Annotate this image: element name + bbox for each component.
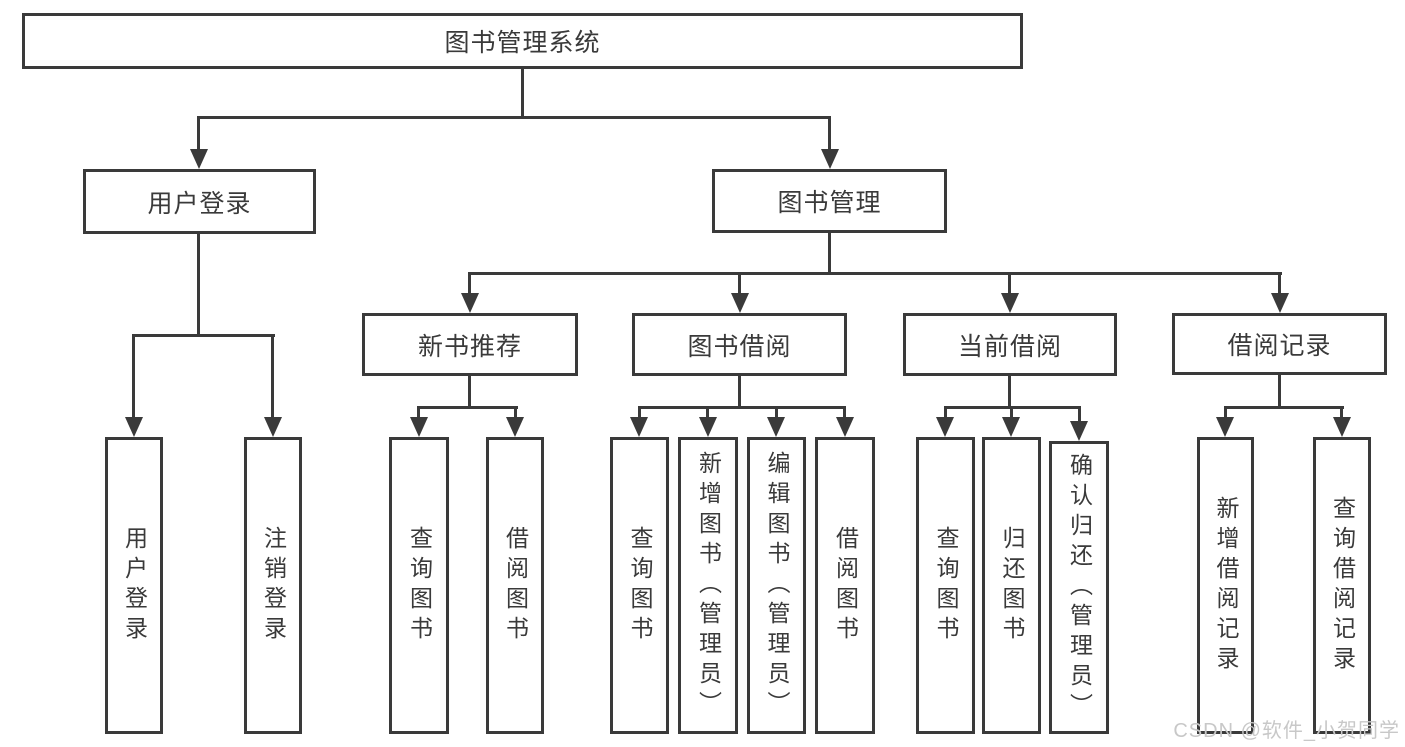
connector-line [1224,406,1227,420]
leaf-return-book: 归还图书 [982,437,1041,734]
arrow-down-icon [190,149,208,169]
leaf-user-login: 用户登录 [105,437,163,734]
connector-line [132,334,275,337]
connector-line [1010,406,1013,420]
leaf-borrow-books-recommend-label: 借阅图书 [502,525,529,646]
arrow-down-icon [630,417,648,437]
connector-line [1278,272,1281,296]
connector-line [775,406,778,420]
arrow-down-icon [699,417,717,437]
connector-line [468,272,471,296]
connector-line [1224,406,1344,409]
leaf-borrow-books: 借阅图书 [815,437,875,734]
node-current-borrow: 当前借阅 [903,313,1117,376]
leaf-confirm-return-admin-label: 确认归还（管理员） [1066,452,1093,723]
leaf-borrow-books-label: 借阅图书 [832,525,859,646]
connector-line [197,234,200,336]
leaf-edit-book-admin-label: 编辑图书（管理员） [764,450,790,721]
arrow-down-icon [731,293,749,313]
connector-line [271,334,274,418]
connector-line [1008,272,1011,296]
leaf-query-books-borrow: 查询图书 [610,437,669,734]
node-book-borrow-label: 图书借阅 [687,332,792,361]
connector-line [828,232,831,274]
connector-line [638,406,641,420]
arrow-down-icon [1070,421,1088,441]
arrow-down-icon [821,149,839,169]
connector-line [468,272,1282,275]
connector-line [638,406,846,409]
connector-line [944,406,947,420]
arrow-down-icon [936,417,954,437]
arrow-down-icon [1333,417,1351,437]
leaf-add-book-admin: 新增图书（管理员） [678,437,738,734]
arrow-down-icon [1002,417,1020,437]
node-book-management: 图书管理 [712,169,947,233]
arrow-down-icon [506,417,524,437]
arrow-down-icon [767,417,785,437]
arrow-down-icon [125,417,143,437]
arrow-down-icon [410,417,428,437]
connector-line [514,406,517,420]
arrow-down-icon [1216,417,1234,437]
leaf-add-borrow-record-label: 新增借阅记录 [1213,495,1239,676]
arrow-down-icon [264,417,282,437]
connector-line [1078,406,1081,423]
arrow-down-icon [1271,293,1289,313]
node-new-book-recommend-label: 新书推荐 [417,332,522,361]
leaf-add-book-admin-label: 新增图书（管理员） [695,450,722,721]
leaf-query-books-borrow-label: 查询图书 [627,525,653,646]
node-user-login: 用户登录 [83,169,316,234]
leaf-add-borrow-record: 新增借阅记录 [1197,437,1254,734]
node-borrow-record: 借阅记录 [1172,313,1387,375]
connector-line [197,116,200,151]
leaf-confirm-return-admin: 确认归还（管理员） [1049,441,1109,734]
connector-line [521,68,524,118]
connector-line [738,375,741,408]
leaf-logout: 注销登录 [244,437,302,734]
leaf-query-books-current: 查询图书 [916,437,975,734]
connector-line [197,116,831,119]
node-current-borrow-label: 当前借阅 [957,332,1062,361]
connector-line [417,406,518,409]
leaf-query-borrow-record: 查询借阅记录 [1313,437,1371,734]
leaf-edit-book-admin: 编辑图书（管理员） [747,437,806,734]
node-book-borrow: 图书借阅 [632,313,847,376]
node-new-book-recommend: 新书推荐 [362,313,578,376]
leaf-query-books-recommend: 查询图书 [389,437,449,734]
arrow-down-icon [836,417,854,437]
arrow-down-icon [461,293,479,313]
connector-line [417,406,420,420]
connector-line [468,375,471,408]
connector-line [132,334,135,418]
leaf-borrow-books-recommend: 借阅图书 [486,437,544,734]
watermark: CSDN @软件_小贺同学 [1173,720,1400,742]
connector-line [706,406,709,420]
leaf-user-login-label: 用户登录 [121,525,148,646]
arrow-down-icon [1001,293,1019,313]
leaf-query-borrow-record-label: 查询借阅记录 [1329,495,1356,676]
leaf-return-book-label: 归还图书 [999,525,1025,646]
node-user-login-label: 用户登录 [147,189,252,218]
connector-line [1008,375,1011,408]
node-root: 图书管理系统 [22,13,1023,69]
connector-line [828,116,831,151]
leaf-logout-label: 注销登录 [260,525,287,646]
connector-line [1340,406,1343,420]
connector-line [843,406,846,420]
node-root-label: 图书管理系统 [444,29,601,57]
connector-line [738,272,741,296]
leaf-query-books-recommend-label: 查询图书 [406,525,433,646]
connector-line [1278,374,1281,408]
node-book-management-label: 图书管理 [777,189,882,217]
node-borrow-record-label: 借阅记录 [1227,332,1332,360]
leaf-query-books-current-label: 查询图书 [933,525,959,646]
